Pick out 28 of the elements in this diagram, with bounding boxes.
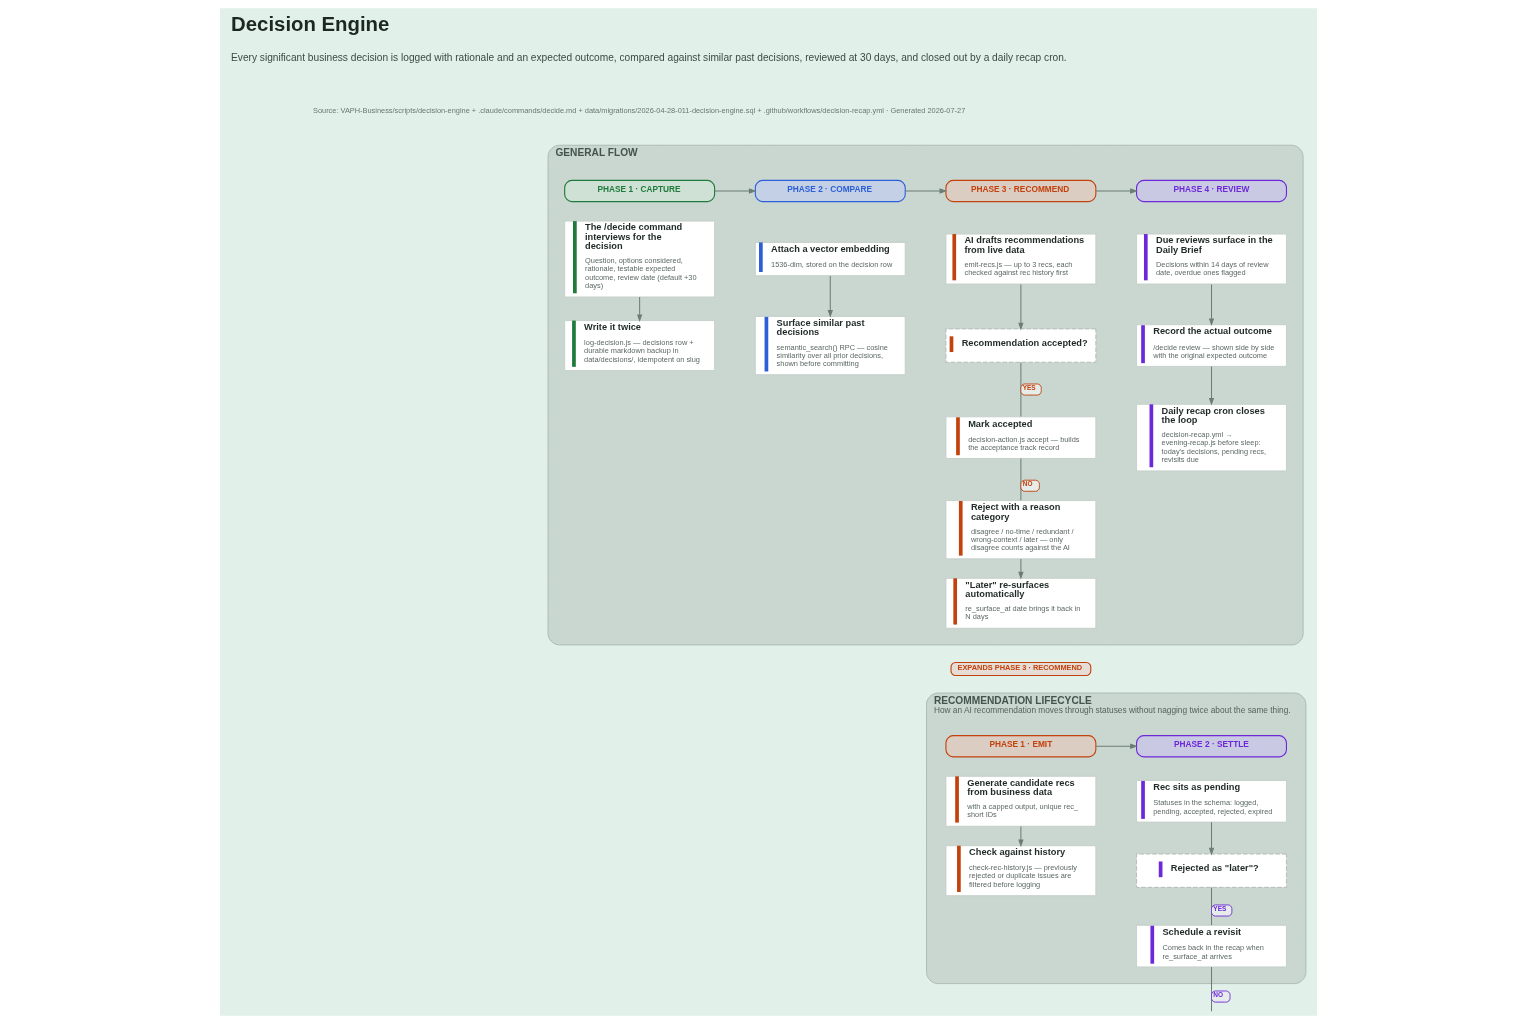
arrow bbox=[636, 296, 642, 322]
arrow bbox=[1208, 283, 1214, 327]
arrow bbox=[1095, 743, 1138, 749]
arrow bbox=[713, 188, 757, 194]
node-box: Rejected as "later"? bbox=[1135, 853, 1287, 888]
connector bbox=[1019, 458, 1021, 501]
node-box: PHASE 1 · CAPTURE bbox=[563, 179, 715, 203]
node-box: EXPANDS PHASE 3 · RECOMMEND bbox=[949, 661, 1091, 676]
arrow bbox=[904, 188, 947, 194]
node-box: PHASE 2 · COMPARE bbox=[754, 179, 906, 203]
arrow bbox=[1208, 366, 1214, 406]
node-box: PHASE 4 · REVIEW bbox=[1135, 179, 1287, 203]
arrow bbox=[1208, 821, 1214, 856]
connector bbox=[1019, 362, 1021, 418]
node-box: PHASE 3 · RECOMMEND bbox=[944, 179, 1096, 203]
arrow bbox=[827, 275, 833, 318]
diagram-title: Decision Engine bbox=[230, 13, 389, 36]
label: Source: VAPH-Business/scripts/decision-engine + .claude/commands/decide.md + data/migrations/2026-04-28-011-decision-engine.sql + .github/workflows/decision-recap.yml · Generated 2026-07-27 bbox=[312, 105, 965, 115]
connector bbox=[1210, 966, 1212, 1012]
label: Every significant business decision is logged with rationale and an expected outcome, compared against similar past decisions, reviewed at 30 days, and closed out by a daily recap cron. bbox=[230, 51, 1067, 63]
node-box: PHASE 1 · EMIT bbox=[944, 735, 1096, 758]
arrow bbox=[1017, 826, 1024, 848]
arrow bbox=[1095, 188, 1138, 194]
node-box: Recommendation accepted? bbox=[944, 328, 1096, 363]
arrow bbox=[1017, 283, 1024, 331]
arrow bbox=[1017, 558, 1024, 580]
connector bbox=[1210, 887, 1212, 926]
node-box: PHASE 2 · SETTLE bbox=[1135, 735, 1287, 758]
